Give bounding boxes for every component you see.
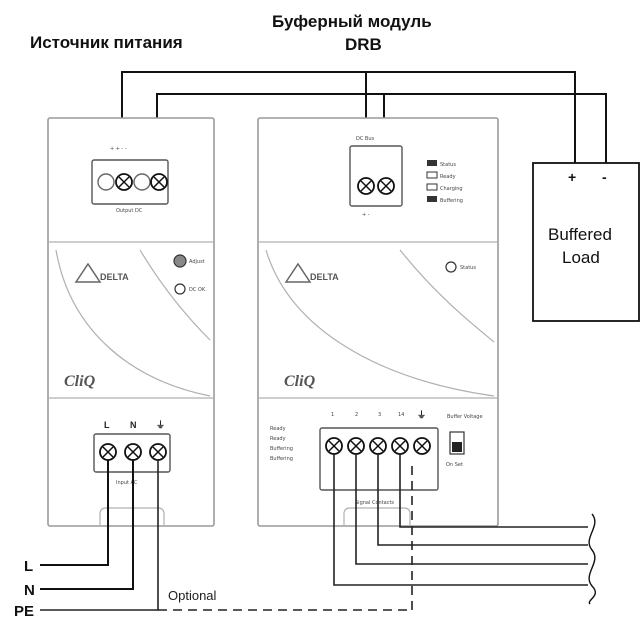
ps-dc-ok-label: DC OK xyxy=(189,287,206,293)
signal-wire-2 xyxy=(355,454,588,565)
led-legend-status-icon xyxy=(427,160,437,166)
ps-output-label: Output DC xyxy=(116,208,143,214)
load-minus-label: - xyxy=(602,169,607,185)
drb-terminal-label-pe: ⏚ xyxy=(417,410,426,420)
ps-dc-ok-led-icon xyxy=(174,283,186,295)
ps-output-top-label: + + - - xyxy=(110,146,127,152)
ps-output-screw-1 xyxy=(97,173,115,191)
optional-label: Optional xyxy=(168,588,217,603)
ps-brand: DELTA xyxy=(100,272,129,282)
buffer-voltage-switch-knob xyxy=(452,442,462,452)
drb-plus-minus-label: + - xyxy=(362,212,370,218)
drb-top-label: DC Bus xyxy=(356,136,375,142)
drb-dc-terminal-block xyxy=(349,145,403,207)
contacts-legend-4: Buffering xyxy=(270,456,293,462)
led-legend-buffering: Buffering xyxy=(440,198,463,204)
ps-adjust-potentiometer-icon xyxy=(173,254,187,268)
ps-input-terminal-label-n: N xyxy=(130,420,137,430)
ps-input-label: Input AC xyxy=(116,480,138,486)
wire-label-n: N xyxy=(24,582,35,599)
buffer-voltage-label: Buffer Voltage xyxy=(447,414,483,420)
drb-terminal-label-3: 3 xyxy=(378,412,381,418)
delta-logo-icon xyxy=(74,262,102,283)
wire-label-pe: PE xyxy=(14,603,34,620)
ps-series: CliQ xyxy=(64,373,96,390)
led-legend-charging-icon xyxy=(426,183,438,191)
drb-series: CliQ xyxy=(284,373,316,390)
wire-break-wavy-icon xyxy=(588,513,597,605)
drb-status-led-icon xyxy=(445,261,457,273)
buffer-module-model: DRB xyxy=(345,35,382,54)
buffer-module-unit: DC Bus + - Status Ready Charging Bufferi… xyxy=(257,117,499,527)
drb-terminal-label-14: 14 xyxy=(398,412,404,418)
led-legend-ready-icon xyxy=(426,171,438,179)
buffer-module-heading: Буферный модуль xyxy=(272,12,432,31)
wire-n xyxy=(40,460,134,590)
power-supply-heading: Источник питания xyxy=(30,33,183,52)
ps-input-terminal-label-pe: ⏚ xyxy=(156,420,165,430)
contacts-legend-1: Ready xyxy=(270,426,286,432)
drb-terminal-label-2: 2 xyxy=(355,412,358,418)
drb-signal-label: Signal Contacts xyxy=(355,500,394,506)
led-legend-status: Status xyxy=(440,162,456,168)
led-legend-charging: Charging xyxy=(440,186,463,192)
buffered-load-box xyxy=(532,162,640,322)
buffered-load-label-line1: Buffered xyxy=(548,225,612,244)
led-legend-buffering-icon xyxy=(427,196,437,202)
led-legend-ready: Ready xyxy=(440,174,456,180)
drb-terminal-label-1: 1 xyxy=(331,412,334,418)
signal-wire-14 xyxy=(399,454,588,528)
signal-wire-1 xyxy=(333,454,588,586)
ps-input-terminal-label-l: L xyxy=(104,420,110,430)
buffered-load-label-line2: Load xyxy=(562,248,600,267)
contacts-legend-3: Buffering xyxy=(270,446,293,452)
wire-label-l: L xyxy=(24,558,33,575)
drb-brand: DELTA xyxy=(310,272,339,282)
power-supply-unit: + + - - Output DC DELTA Adjust DC OK Cli… xyxy=(47,117,215,527)
delta-logo-icon xyxy=(284,262,312,283)
load-plus-label: + xyxy=(568,169,576,185)
drb-status-label: Status xyxy=(460,265,476,271)
signal-wire-3 xyxy=(377,454,588,546)
power-supply-case xyxy=(47,117,215,527)
wire-l xyxy=(40,460,109,566)
contacts-legend-2: Ready xyxy=(270,436,286,442)
buffer-voltage-switch-label: On Set xyxy=(446,462,463,468)
ps-adjust-label: Adjust xyxy=(189,259,205,265)
ps-output-screw-3 xyxy=(133,173,151,191)
